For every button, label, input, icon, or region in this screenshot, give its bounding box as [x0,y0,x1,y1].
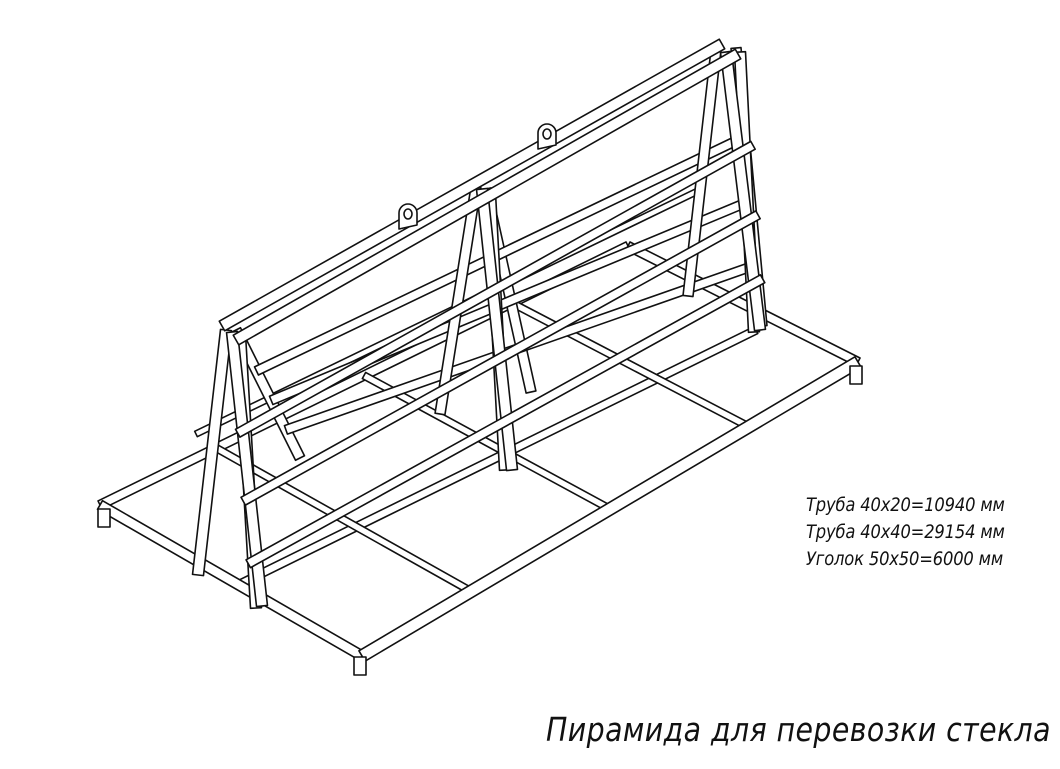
material-list: Труба 40x20=10940 мм Труба 40x40=29154 м… [806,492,1005,573]
left-leg-front [225,330,269,608]
material-tube-40x20: Труба 40x20=10940 мм [806,494,1005,516]
front-rail-1 [240,210,761,506]
mid-leg-front [475,187,519,472]
rack-frame [96,38,863,676]
base-foot-1 [353,656,367,676]
ridge-beam-back [218,38,726,332]
base-cross-member-2 [509,299,752,431]
right-leg-front [719,50,767,332]
drawing-caption: Пирамида для перевозки стекла [546,710,1051,749]
base-right-end-rail [625,241,861,367]
base-foot-0 [97,508,111,528]
base-foot-2 [849,365,863,385]
lifting-eye-hole-1 [542,128,552,140]
material-tube-40x40: Труба 40x40=29154 мм [806,521,1005,543]
ridge-beam-front [232,48,742,346]
lifting-eye-hole-0 [403,208,413,220]
base-front-rail [358,356,862,662]
front-rail-0 [234,140,756,438]
front-rail-2 [245,274,766,569]
left-leg-back [191,328,233,577]
material-angle-50x50: Уголок 50x50=6000 мм [806,548,1003,570]
